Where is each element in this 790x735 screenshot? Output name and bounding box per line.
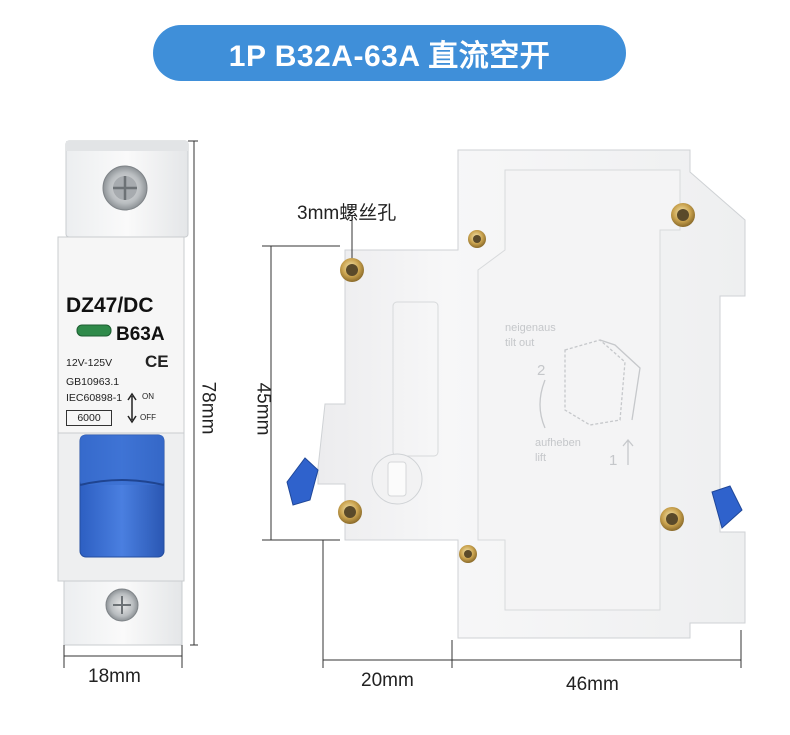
right-blue-clip bbox=[711, 485, 743, 529]
indicator-light bbox=[76, 324, 112, 337]
side-dimension-lines bbox=[262, 221, 742, 668]
capacity-box: 6000 bbox=[66, 410, 112, 426]
on-label: ON bbox=[142, 392, 154, 401]
brass-holes bbox=[338, 203, 695, 563]
ce-mark: CE bbox=[145, 352, 169, 371]
depth-b-label: 46mm bbox=[566, 674, 619, 695]
side-view bbox=[286, 149, 746, 639]
model-label: DZ47/DC bbox=[66, 294, 154, 317]
depth-a-label: 20mm bbox=[361, 670, 414, 691]
engrave-num-1: 2 bbox=[537, 362, 546, 379]
height-total-label: 78mm bbox=[197, 381, 219, 435]
engrave-num-2: 1 bbox=[609, 452, 618, 469]
voltage-label: 12V-125V bbox=[66, 357, 113, 369]
hole-callout: 3mm螺丝孔 bbox=[297, 203, 397, 224]
title-banner: 1P B32A-63A 直流空开 bbox=[153, 25, 626, 81]
front-view bbox=[57, 140, 189, 646]
height-mount-label: 45mm bbox=[252, 382, 274, 436]
width-front-label: 18mm bbox=[88, 666, 141, 687]
engrave-text-1: neigenaus bbox=[505, 322, 556, 334]
engrave-text-3: aufheben bbox=[535, 437, 581, 449]
title-text: 1P B32A-63A 直流空开 bbox=[228, 40, 551, 73]
engrave-text-2: tilt out bbox=[505, 337, 535, 349]
front-dimension-lines bbox=[63, 140, 198, 668]
off-label: OFF bbox=[140, 413, 156, 422]
engrave-text-4: lift bbox=[535, 452, 546, 464]
rating-label: B63A bbox=[116, 324, 165, 345]
standard-label-2: IEC60898-1 bbox=[66, 392, 123, 404]
standard-label-1: GB10963.1 bbox=[66, 376, 120, 388]
left-blue-clip bbox=[286, 457, 319, 506]
